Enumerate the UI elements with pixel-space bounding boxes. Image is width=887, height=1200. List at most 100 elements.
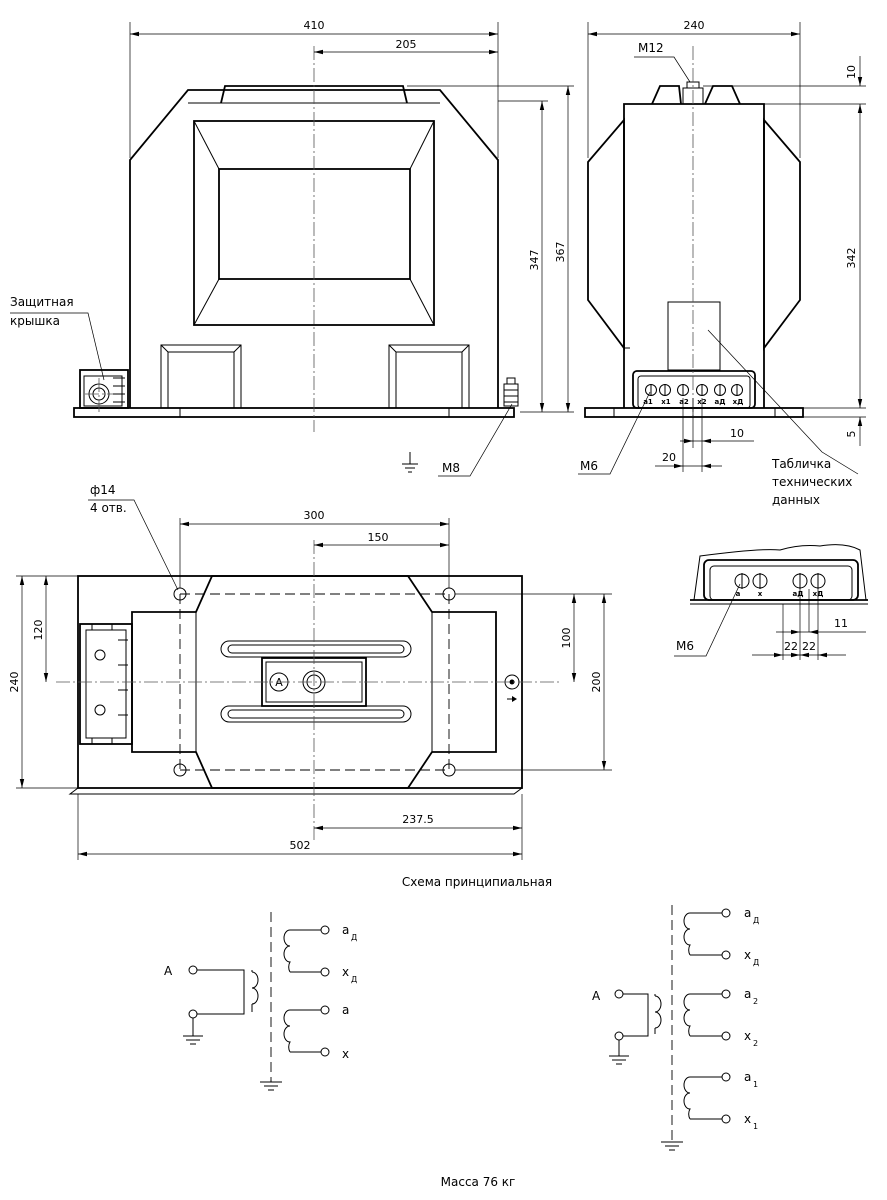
schematic-terminal (721, 1114, 731, 1124)
schematic-left: А а Д х Д а х (164, 912, 357, 1091)
front-view-outline (73, 85, 519, 418)
schematic-right-s3-bottom: х (744, 1112, 751, 1126)
dim-plan-center-x: 150 (368, 531, 389, 544)
dim-terminal-offset: 20 (662, 451, 676, 464)
label-protective-cover-line2: крышка (10, 314, 60, 328)
front-view: 410 205 347 367 Защитная крышка (10, 19, 574, 477)
schematic-terminal (188, 1009, 198, 1019)
label-top-bolt: М12 (638, 41, 664, 55)
terminal-label-a1: а1 (643, 398, 653, 406)
label-nameplate-line2: технических (772, 475, 852, 489)
ground-symbol (183, 1035, 203, 1045)
dim-front-width: 410 (304, 19, 325, 32)
front-view-centerlines (85, 46, 315, 432)
side-view-dimensions: 240 10 342 5 10 20 (587, 19, 866, 472)
label-protective-cover-line1: Защитная (10, 295, 74, 309)
terminal-label-x1: х1 (661, 398, 671, 406)
label-hole-diameter: ф14 (90, 483, 116, 497)
dim-side-base: 5 (845, 431, 858, 438)
schematic-right-s1-bottom: х (744, 948, 751, 962)
label-nameplate-line1: Табличка (771, 457, 831, 471)
schematic-left-s1-bottom-sub: Д (351, 975, 357, 984)
plan-view: А (8, 483, 612, 860)
front-view-dimensions: 410 205 347 367 (129, 19, 574, 413)
dim-plan-half-y: 100 (560, 628, 573, 649)
schematic-right-s3-bottom-sub: 1 (753, 1122, 758, 1131)
terminal-label-a2: а2 (679, 398, 689, 406)
schematic-right-s2-top-sub: 2 (753, 997, 758, 1006)
schematic-terminal (320, 967, 330, 977)
schematic-right-s3-top: а (744, 1070, 751, 1084)
schematic-right-s3-top-sub: 1 (753, 1080, 758, 1089)
schematic-left-s1-bottom: х (342, 965, 349, 979)
terminal-detail-dimensions: 11 22 22 (752, 589, 866, 660)
terminal-detail-outline (690, 544, 868, 605)
schematic-left-s1-top: а (342, 923, 349, 937)
dim-plan-total-length: 502 (290, 839, 311, 852)
dim-front-half-width: 205 (396, 38, 417, 51)
dim-plan-half-width: 120 (32, 620, 45, 641)
plan-primary-terminal: А (275, 676, 283, 689)
dim-hole-spacing-y: 200 (590, 672, 603, 693)
terminal-label-xd: хД (733, 398, 744, 406)
side-view-labels: М12 М6 Табличка технических данных (578, 41, 859, 507)
schematic-terminal (614, 1031, 624, 1041)
dim-front-height-total: 367 (554, 242, 567, 263)
ground-symbol (260, 1081, 282, 1091)
schematic-terminal (721, 1031, 731, 1041)
dim-terminal-pitch: 10 (730, 427, 744, 440)
dim-detail-pitch-3: 11 (834, 617, 848, 630)
dim-hole-spacing-x: 300 (304, 509, 325, 522)
side-view-outline (584, 81, 804, 418)
ground-symbol (402, 452, 418, 473)
ground-symbol (661, 1141, 683, 1151)
plan-view-outline: А (68, 575, 523, 795)
schematic-left-s2-bottom: х (342, 1047, 349, 1061)
schematic-terminal (320, 1005, 330, 1015)
schematic-right: А а Д х Д а 2 х 2 (592, 905, 759, 1151)
ground-symbol (609, 1055, 629, 1065)
schematic-left-s1-top-sub: Д (351, 933, 357, 942)
label-nameplate-line3: данных (772, 493, 820, 507)
label-hole-count: 4 отв. (90, 501, 127, 515)
dim-side-top: 10 (845, 65, 858, 79)
plan-view-labels: ф14 4 отв. (88, 483, 179, 591)
dim-detail-pitch-2: 22 (802, 640, 816, 653)
terminal-detail: а х аД хД 11 22 22 М6 (674, 544, 868, 660)
label-ground-bolt: М8 (442, 461, 460, 475)
detail-terminal-x: х (758, 590, 763, 598)
terminal-detail-labels: М6 (674, 583, 741, 657)
terminal-detail-terminals: а х аД хД (734, 573, 826, 598)
schematic-left-primary-label: А (164, 964, 173, 978)
label-detail-bolt: М6 (676, 639, 694, 653)
schematic-terminal (721, 950, 731, 960)
schematic-terminal (188, 965, 198, 975)
schematic-terminal (320, 1047, 330, 1057)
schematic-right-primary-label: А (592, 989, 601, 1003)
schematic-terminal (721, 989, 731, 999)
dim-plan-center-offset: 237.5 (402, 813, 434, 826)
dim-side-height: 342 (845, 248, 858, 269)
schematic-terminal (721, 1072, 731, 1082)
front-view-labels: Защитная крышка М8 (10, 295, 513, 477)
label-terminal-bolt: М6 (580, 459, 598, 473)
plan-view-centerlines (56, 540, 560, 840)
schematic-right-s2-top: а (744, 987, 751, 1001)
schematic-right-s1-top-sub: Д (753, 916, 759, 925)
side-view: а1 х1 а2 х2 аД хД 240 (578, 19, 866, 507)
terminal-label-ad: аД (715, 398, 726, 406)
detail-terminal-ad: аД (793, 590, 804, 598)
schematic-right-s1-bottom-sub: Д (753, 958, 759, 967)
detail-terminal-a: а (736, 590, 741, 598)
schematic-terminal (614, 989, 624, 999)
dim-detail-pitch-1: 22 (784, 640, 798, 653)
dim-plan-total-width: 240 (8, 672, 21, 693)
schematic-terminal (721, 908, 731, 918)
dim-front-height-body: 347 (528, 250, 541, 271)
schematic-terminal (320, 925, 330, 935)
schematic-right-s1-top: а (744, 906, 751, 920)
dim-side-width: 240 (684, 19, 705, 32)
plan-view-dimensions: 300 150 240 120 200 100 (8, 509, 612, 860)
mass-label: Масса 76 кг (441, 1175, 516, 1189)
